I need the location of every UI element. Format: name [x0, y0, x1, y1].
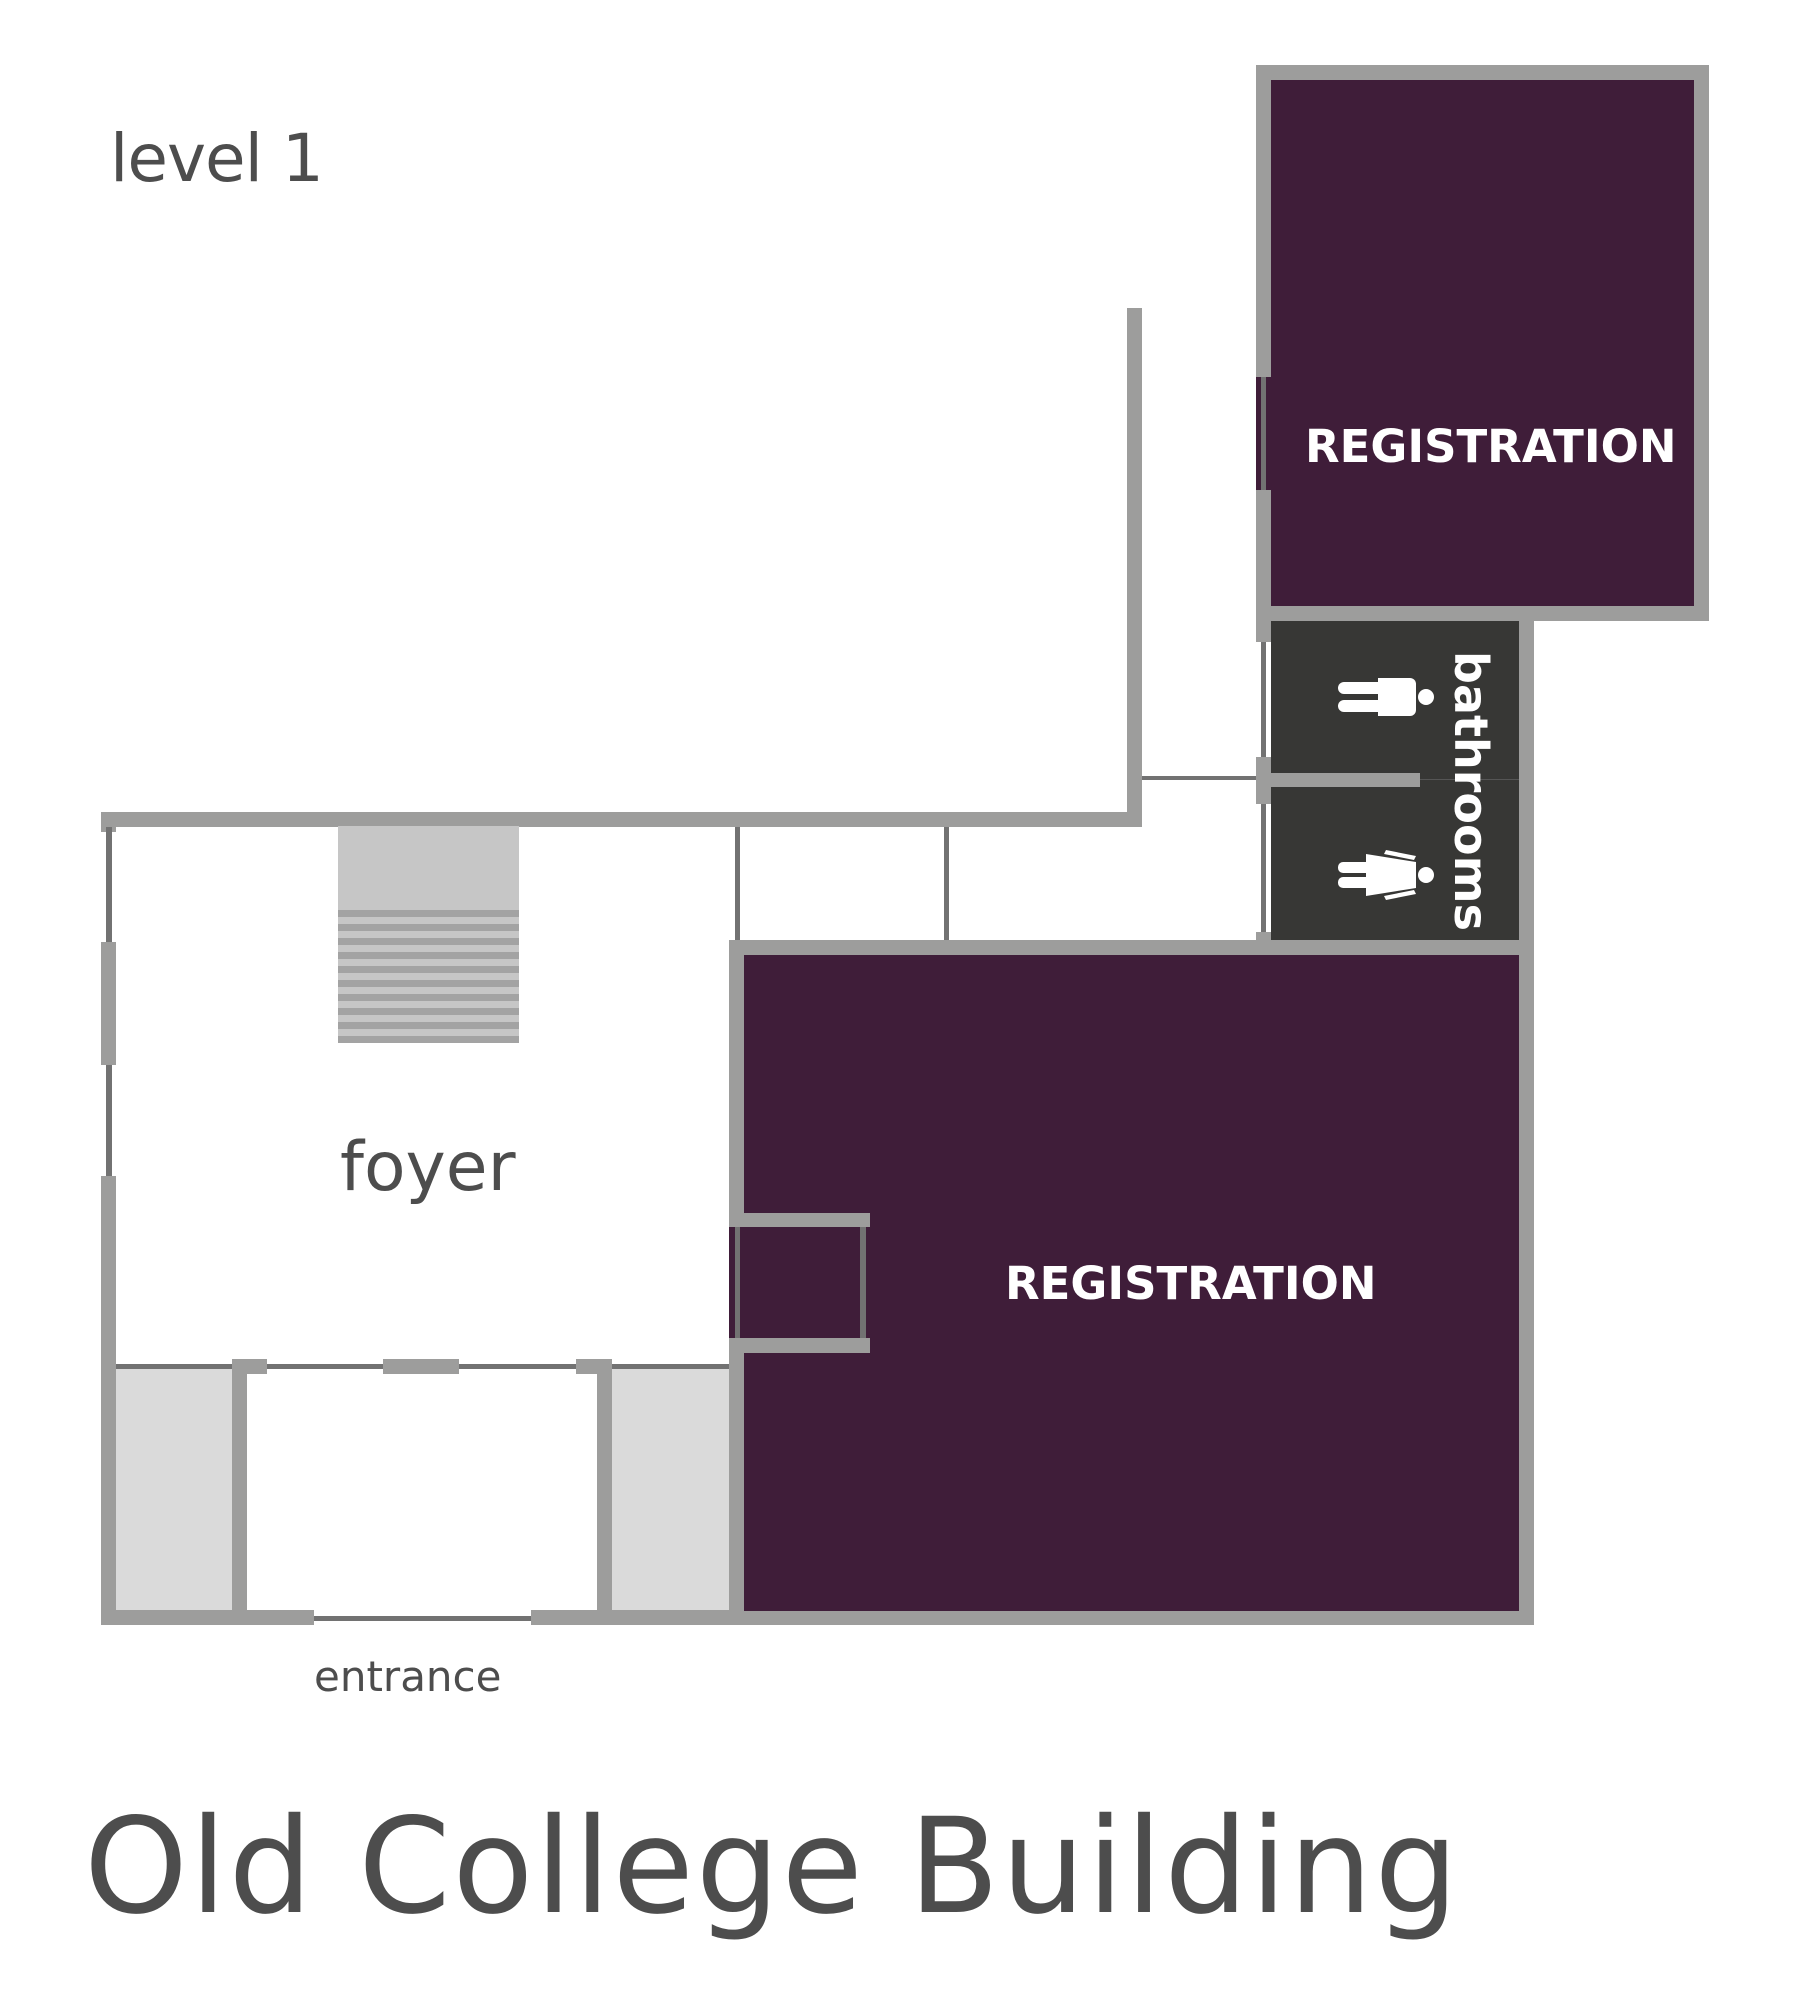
vestibule-pillar-left [232, 1359, 247, 1625]
floor-label: level 1 [110, 120, 324, 197]
door-line [1261, 642, 1266, 757]
stair-step [338, 910, 519, 917]
corridor-partition [735, 827, 740, 940]
foyer-label: foyer [340, 1128, 516, 1207]
foyer-left-wall [101, 1176, 116, 1625]
bathroom-divider [1271, 773, 1420, 787]
stair-step [338, 980, 519, 987]
stair-step [338, 966, 519, 973]
stair-step [338, 924, 519, 931]
registration-top-label: REGISTRATION [1305, 420, 1677, 473]
stair-step [338, 1008, 519, 1015]
alcove-top-wall [729, 1213, 870, 1227]
registration-room-main[interactable] [744, 955, 1519, 1611]
stair-step [338, 1036, 519, 1043]
alcove-line [735, 1227, 740, 1338]
vestibule-right [612, 1369, 729, 1610]
vestibule-pillar-right [597, 1359, 612, 1625]
corridor-door-line [1142, 776, 1256, 780]
door-line [1261, 377, 1266, 490]
vestibule-pillar-left-cap [232, 1359, 267, 1374]
bottom-wall-left [101, 1610, 314, 1625]
stair-step [338, 994, 519, 1001]
building-title: Old College Building [84, 1790, 1461, 1944]
stairs-icon [338, 826, 519, 1043]
foyer-left-wall [101, 942, 116, 1065]
men-restroom-icon [1336, 676, 1436, 718]
foyer-left-window [106, 827, 112, 942]
vestibule-left [116, 1369, 232, 1610]
alcove-right-line [860, 1227, 866, 1338]
stair-step [338, 1022, 519, 1029]
entrance-label: entrance [314, 1652, 502, 1701]
women-restroom-icon [1336, 850, 1436, 900]
corridor-partition [944, 827, 949, 940]
registration-main-label: REGISTRATION [1005, 1257, 1377, 1310]
foyer-left-window [106, 1065, 112, 1176]
entrance-door[interactable] [314, 1616, 531, 1621]
door-line [1261, 804, 1266, 932]
stair-step [338, 952, 519, 959]
bathroom-divider-line [1420, 779, 1519, 780]
stair-step [338, 938, 519, 945]
bottom-wall-right [531, 1610, 744, 1625]
bathroom-door-jamb [1256, 757, 1271, 804]
vestibule-pillar-right-cap [576, 1359, 612, 1374]
vestibule-inner-door-segment [383, 1359, 459, 1374]
registration-room-top[interactable] [1271, 80, 1694, 606]
bathrooms-label: bathrooms [1444, 651, 1498, 931]
corridor-wall-vertical [1127, 308, 1142, 827]
alcove-bottom-wall [729, 1338, 870, 1353]
foyer-top-wall [101, 812, 1142, 827]
